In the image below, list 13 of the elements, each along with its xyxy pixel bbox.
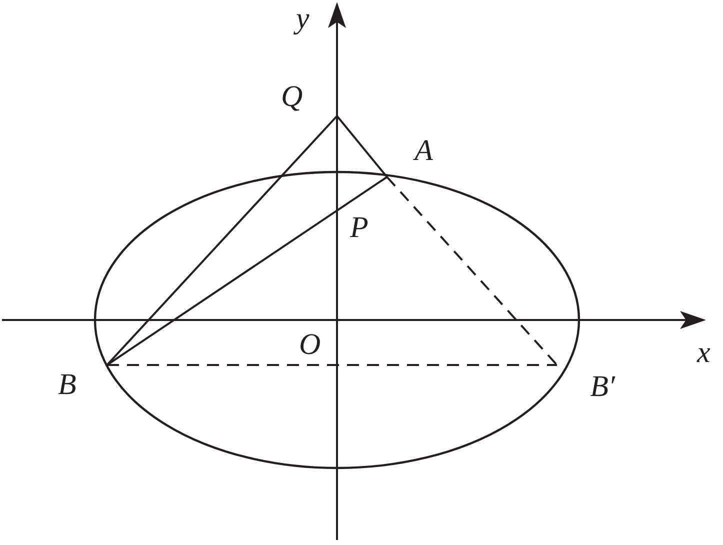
dashed-segment (386, 176, 558, 366)
point-label: P (350, 213, 368, 243)
axis-label: x (697, 338, 710, 368)
axis-label: y (296, 4, 310, 34)
point-label: B (58, 370, 76, 400)
line-segment (336, 115, 388, 178)
point-label: A (414, 136, 433, 166)
origin-label: O (299, 330, 321, 360)
point-label: Q (281, 82, 303, 112)
dashed-segment (107, 364, 557, 366)
point-label: B′ (590, 372, 615, 402)
line-segment (106, 115, 338, 366)
line-segment (106, 176, 388, 366)
